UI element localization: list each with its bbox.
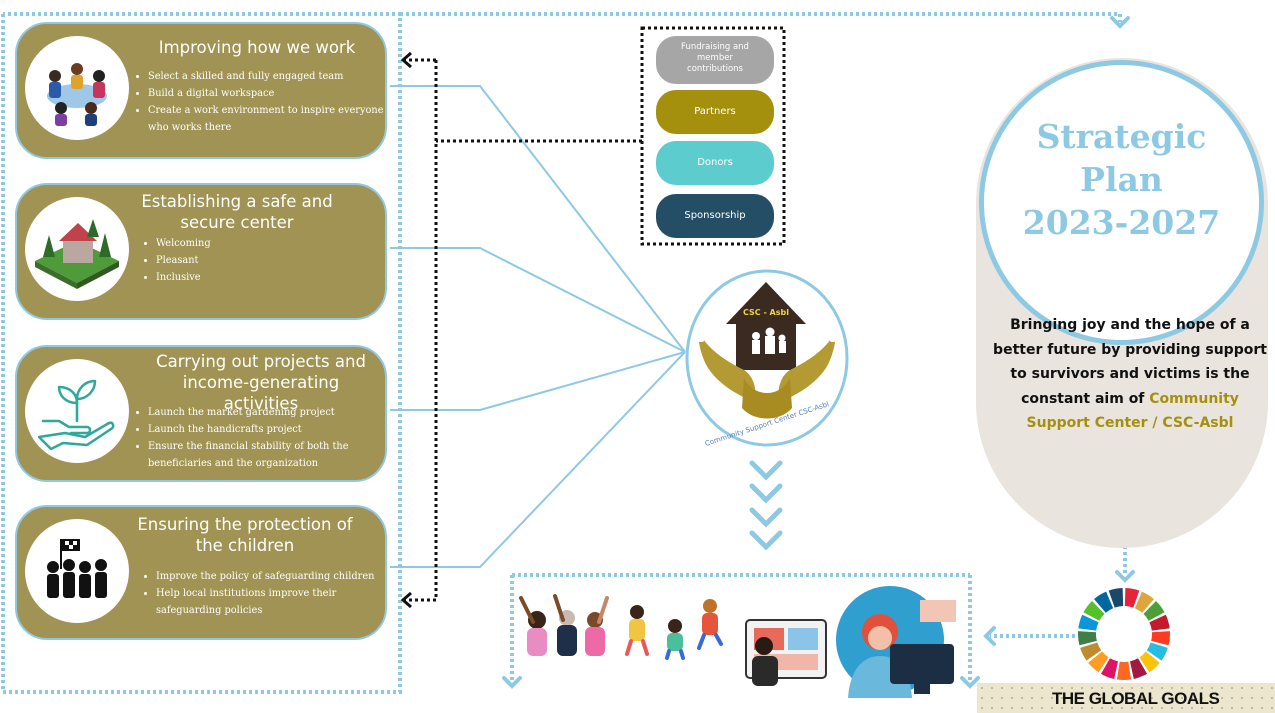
sdg-segment [1080, 642, 1102, 661]
list-item: Build a digital workspace [148, 85, 388, 102]
plan-title-line2: Plan [1080, 160, 1163, 199]
card-title: Establishing a safe and secure center [141, 192, 333, 232]
list-item: Welcoming [156, 235, 396, 252]
plan-title-line1: Strategic [1036, 117, 1207, 156]
sdg-wheel-icon [1076, 586, 1172, 682]
house-icon [25, 197, 129, 301]
funding-partners: Partners [656, 90, 774, 134]
card-list: Select a skilled and fully engaged team … [133, 68, 388, 136]
sdg-segment [1139, 651, 1160, 673]
plan-title-line3: 2023-2027 [1022, 203, 1221, 242]
office-workers-icon [740, 580, 965, 698]
list-item: Launch the handicrafts project [148, 421, 380, 438]
csc-logo: CSC - Asbl Community Support Center CSC-… [684, 268, 850, 448]
logo-house-text: CSC - Asbl [743, 308, 789, 317]
sdg-segment [1129, 658, 1148, 679]
card-title: Ensuring the protection of the children [137, 515, 353, 555]
global-goals-banner [977, 683, 1275, 713]
sdg-segment [1151, 631, 1170, 646]
list-item: Pleasant [156, 252, 396, 269]
card-title: Carrying out projects and income-generat… [156, 352, 366, 413]
card-safe-center: Establishing a safe and secure center We… [15, 183, 387, 320]
card-list: Launch the market gardening project Laun… [133, 404, 380, 472]
strategic-plan-circle: Strategic Plan 2023-2027 [979, 60, 1264, 345]
funding-fundraising: Fundraising and member contributions [656, 36, 774, 84]
list-item: Launch the market gardening project [148, 404, 380, 421]
card-child-protection: Ensuring the protection of the children … [15, 505, 387, 640]
funding-sponsorship: Sponsorship [656, 194, 774, 238]
sdg-segment [1143, 600, 1165, 621]
card-improving-work: Improving how we work Select a skilled a… [15, 22, 387, 159]
sdg-segment [1083, 600, 1105, 621]
card-list: Welcoming Pleasant Inclusive [141, 235, 396, 286]
mission-text: Bringing joy and the hope of a better fu… [993, 317, 1267, 432]
sdg-segment [1094, 591, 1114, 613]
plant-in-hand-icon [25, 359, 129, 463]
list-item: Help local institutions improve their sa… [156, 585, 396, 619]
sdg-segment [1100, 658, 1119, 679]
sdg-segment [1146, 642, 1168, 661]
list-item: Inclusive [156, 269, 396, 286]
teamwork-illustration-icon [25, 36, 129, 140]
list-item: Select a skilled and fully engaged team [148, 68, 388, 85]
sdg-segment [1134, 591, 1154, 613]
sdg-segment [1088, 651, 1109, 673]
sdg-segment [1149, 614, 1170, 631]
sdg-segment [1078, 614, 1099, 631]
sdg-segment [1116, 661, 1132, 680]
list-item: Create a work environment to inspire eve… [148, 102, 388, 136]
mission-org: Community Support Center / CSC-Asbl [1026, 390, 1239, 432]
celebrating-people-icon [515, 592, 730, 662]
card-projects-income: Carrying out projects and income-generat… [15, 345, 387, 482]
list-item: Ensure the financial stability of both t… [148, 438, 380, 472]
card-title: Improving how we work [158, 38, 356, 57]
list-item: Improve the policy of safeguarding child… [156, 568, 396, 585]
sdg-segment [1124, 588, 1140, 608]
global-goals-label: THE GLOBAL GOALS [1052, 689, 1220, 708]
sdg-segment [1078, 631, 1097, 646]
card-list: Improve the policy of safeguarding child… [141, 568, 396, 619]
funding-donors: Donors [656, 141, 774, 185]
sdg-segment [1108, 588, 1124, 608]
children-flag-icon [25, 519, 129, 623]
